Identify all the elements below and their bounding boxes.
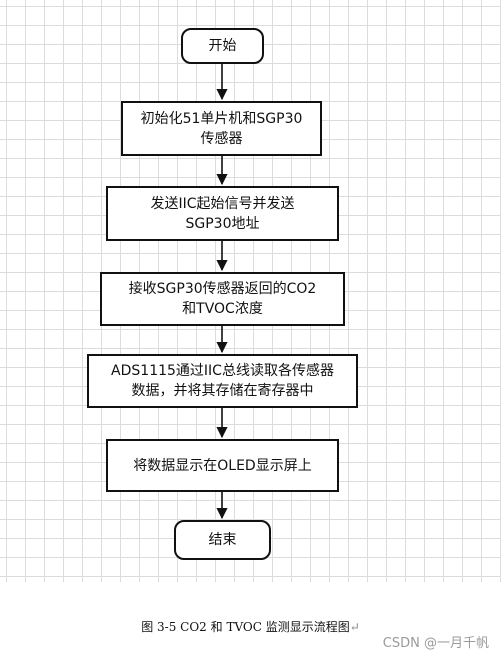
start-node: 开始 [181,28,264,64]
step-receive-line-2: 和TVOC浓度 [182,301,263,317]
step-init-line-2: 传感器 [200,130,243,147]
connector-layer [216,64,228,520]
step-init-line-1: 初始化51单片机和SGP30 [140,110,303,127]
step-ads1115-line-1: ADS1115通过IIC总线读取各传感器 [111,363,334,379]
figure-caption: 图 3-5 CO2 和 TVOC 监测显示流程图↵ [0,618,501,635]
csdn-watermark: CSDN @一月千帆 [382,636,489,651]
grid-canvas: 开始 初始化51单片机和SGP30 传感器 发送IIC起始信号并发送 SGP30… [0,0,501,582]
step-receive-line-1: 接收SGP30传感器返回的CO2 [128,281,317,297]
step-send-start-node: 发送IIC起始信号并发送 SGP30地址 [106,186,339,241]
step-init-node: 初始化51单片机和SGP30 传感器 [121,101,322,156]
step-display-label: 将数据显示在OLED显示屏上 [133,457,312,474]
paragraph-return-mark: ↵ [349,620,360,634]
step-send-start-line-1: 发送IIC起始信号并发送 [150,195,295,212]
step-send-start-line-2: SGP30地址 [185,215,260,232]
start-label: 开始 [208,38,237,54]
step-receive-node: 接收SGP30传感器返回的CO2 和TVOC浓度 [100,272,345,326]
step-ads1115-node: ADS1115通过IIC总线读取各传感器 数据，并将其存储在寄存器中 [87,354,358,408]
end-node: 结束 [174,520,271,560]
step-ads1115-line-2: 数据，并将其存储在寄存器中 [131,383,314,399]
end-label: 结束 [208,532,237,548]
figure-caption-text: 图 3-5 CO2 和 TVOC 监测显示流程图 [141,620,350,634]
step-display-node: 将数据显示在OLED显示屏上 [106,439,339,492]
